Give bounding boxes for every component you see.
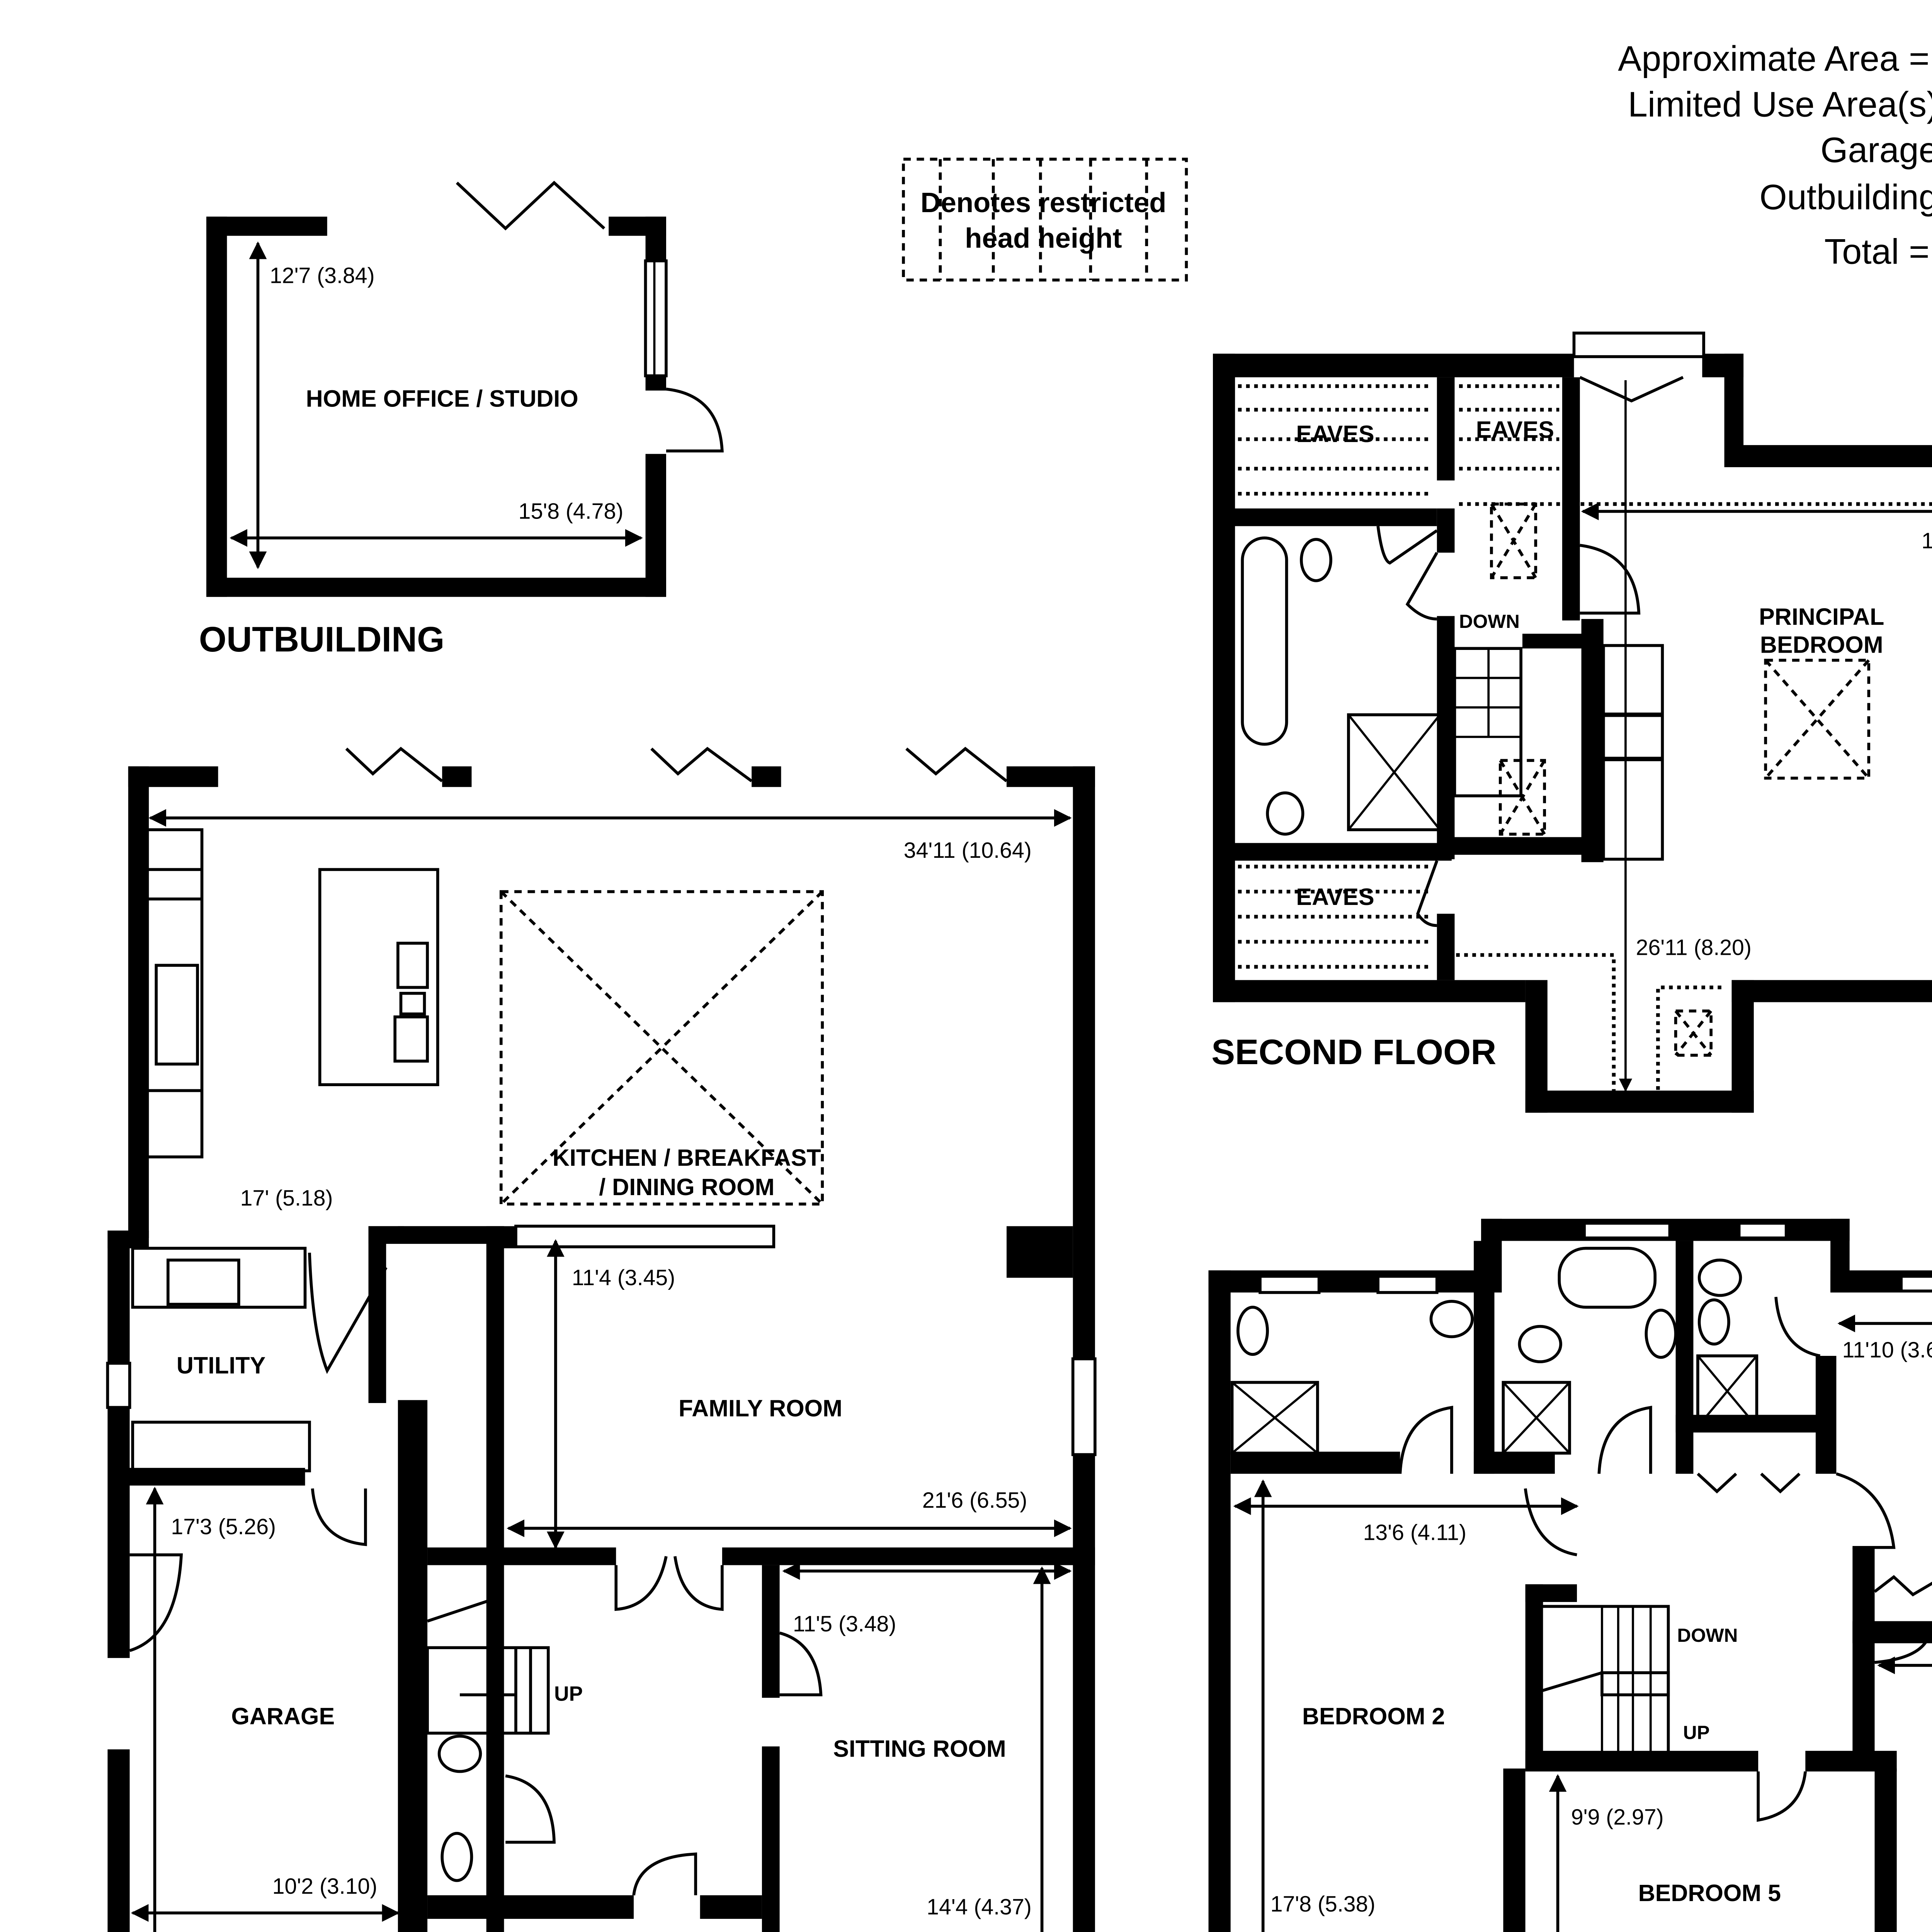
legend-line1: Denotes restricted	[920, 187, 1166, 218]
bedroom3-width: 11'10 (3.61)	[1842, 1338, 1932, 1362]
first-stairs-down-label: DOWN	[1677, 1624, 1738, 1646]
sitting-room-label: SITTING ROOM	[833, 1735, 1006, 1762]
family-width: 21'6 (6.55)	[922, 1488, 1027, 1513]
area-summary: Approximate Area = 2736 sq ft / 254 sq m…	[1618, 39, 1932, 272]
ground-stairs-up-label: UP	[554, 1682, 583, 1705]
kitchen-width: 34'11 (10.64)	[904, 838, 1032, 863]
principal-width: 17'5 (5.31)	[1922, 529, 1932, 553]
legend-line2: head height	[965, 223, 1122, 254]
limited-use-area: Limited Use Area(s) = 178 sq ft / 17 sq …	[1628, 85, 1932, 124]
eaves-label-1: EAVES	[1296, 421, 1374, 447]
eaves-label-2: EAVES	[1476, 417, 1554, 443]
bedroom5-depth: 9'9 (2.97)	[1571, 1805, 1664, 1830]
principal-label-line1: PRINCIPAL	[1759, 604, 1884, 630]
kitchen-label-line1: KITCHEN / BREAKFAST	[553, 1145, 821, 1171]
second-stairs-down-label: DOWN	[1459, 611, 1520, 632]
garage-width: 10'2 (3.10)	[272, 1874, 378, 1899]
first-stairs-up-label: UP	[1683, 1722, 1710, 1743]
home-office-label: HOME OFFICE / STUDIO	[306, 386, 578, 412]
home-office-width: 15'8 (4.78)	[519, 499, 624, 524]
kitchen-label-line2: / DINING ROOM	[599, 1174, 774, 1200]
ground-floor-plan: UP 34'11 (10.64) 17' (5.18) KITCHEN / BR…	[106, 747, 1097, 1932]
family-depth: 11'4 (3.45)	[572, 1265, 675, 1290]
outbuilding-title: OUTBUILDING	[199, 620, 444, 659]
home-office-depth: 12'7 (3.84)	[270, 263, 375, 288]
garage-depth: 17'3 (5.26)	[171, 1514, 276, 1539]
restricted-height-legend: Denotes restricted head height	[902, 158, 1188, 282]
eaves-label-3: EAVES	[1296, 884, 1374, 910]
utility-label: UTILITY	[177, 1352, 265, 1379]
garage-area: Garage = 175 sq ft / 16 sq m	[1820, 131, 1932, 170]
family-room-label: FAMILY ROOM	[679, 1395, 842, 1421]
kitchen-depth: 17' (5.18)	[240, 1186, 333, 1211]
second-floor-title: SECOND FLOOR	[1211, 1032, 1496, 1072]
outbuilding-plan: 12'7 (3.84) 15'8 (4.78) HOME OFFICE / ST…	[199, 180, 724, 659]
outbuilding-area: Outbuilding = 197 sq ft / 18 sq m	[1760, 178, 1932, 217]
bedroom2-label: BEDROOM 2	[1302, 1703, 1445, 1729]
bedroom5-label: BEDROOM 5	[1638, 1880, 1781, 1906]
first-floor-plan: DOWN UP 13'6 (4.11) BEDROOM 2 17'8 (5.38…	[1208, 1219, 1932, 1932]
principal-depth: 26'11 (8.20)	[1636, 935, 1752, 960]
sitting-width: 11'5 (3.48)	[793, 1612, 896, 1636]
bedroom4-width: 10'11 (3.33)	[1930, 1684, 1932, 1709]
principal-label-line2: BEDROOM	[1760, 632, 1883, 658]
approximate-area: Approximate Area = 2736 sq ft / 254 sq m	[1618, 39, 1932, 78]
garage-label: GARAGE	[231, 1703, 335, 1729]
bedroom2-width: 13'6 (4.11)	[1363, 1520, 1466, 1545]
bedroom2-depth: 17'8 (5.38)	[1270, 1892, 1376, 1917]
second-floor-plan: DOWN 17'5 (5.31) 26'11 (8.20) EAVES	[1211, 332, 1932, 1113]
total-area: Total = 3286 sq ft / 305 sq m	[1824, 232, 1932, 272]
sitting-depth: 14'4 (4.37)	[927, 1895, 1032, 1920]
